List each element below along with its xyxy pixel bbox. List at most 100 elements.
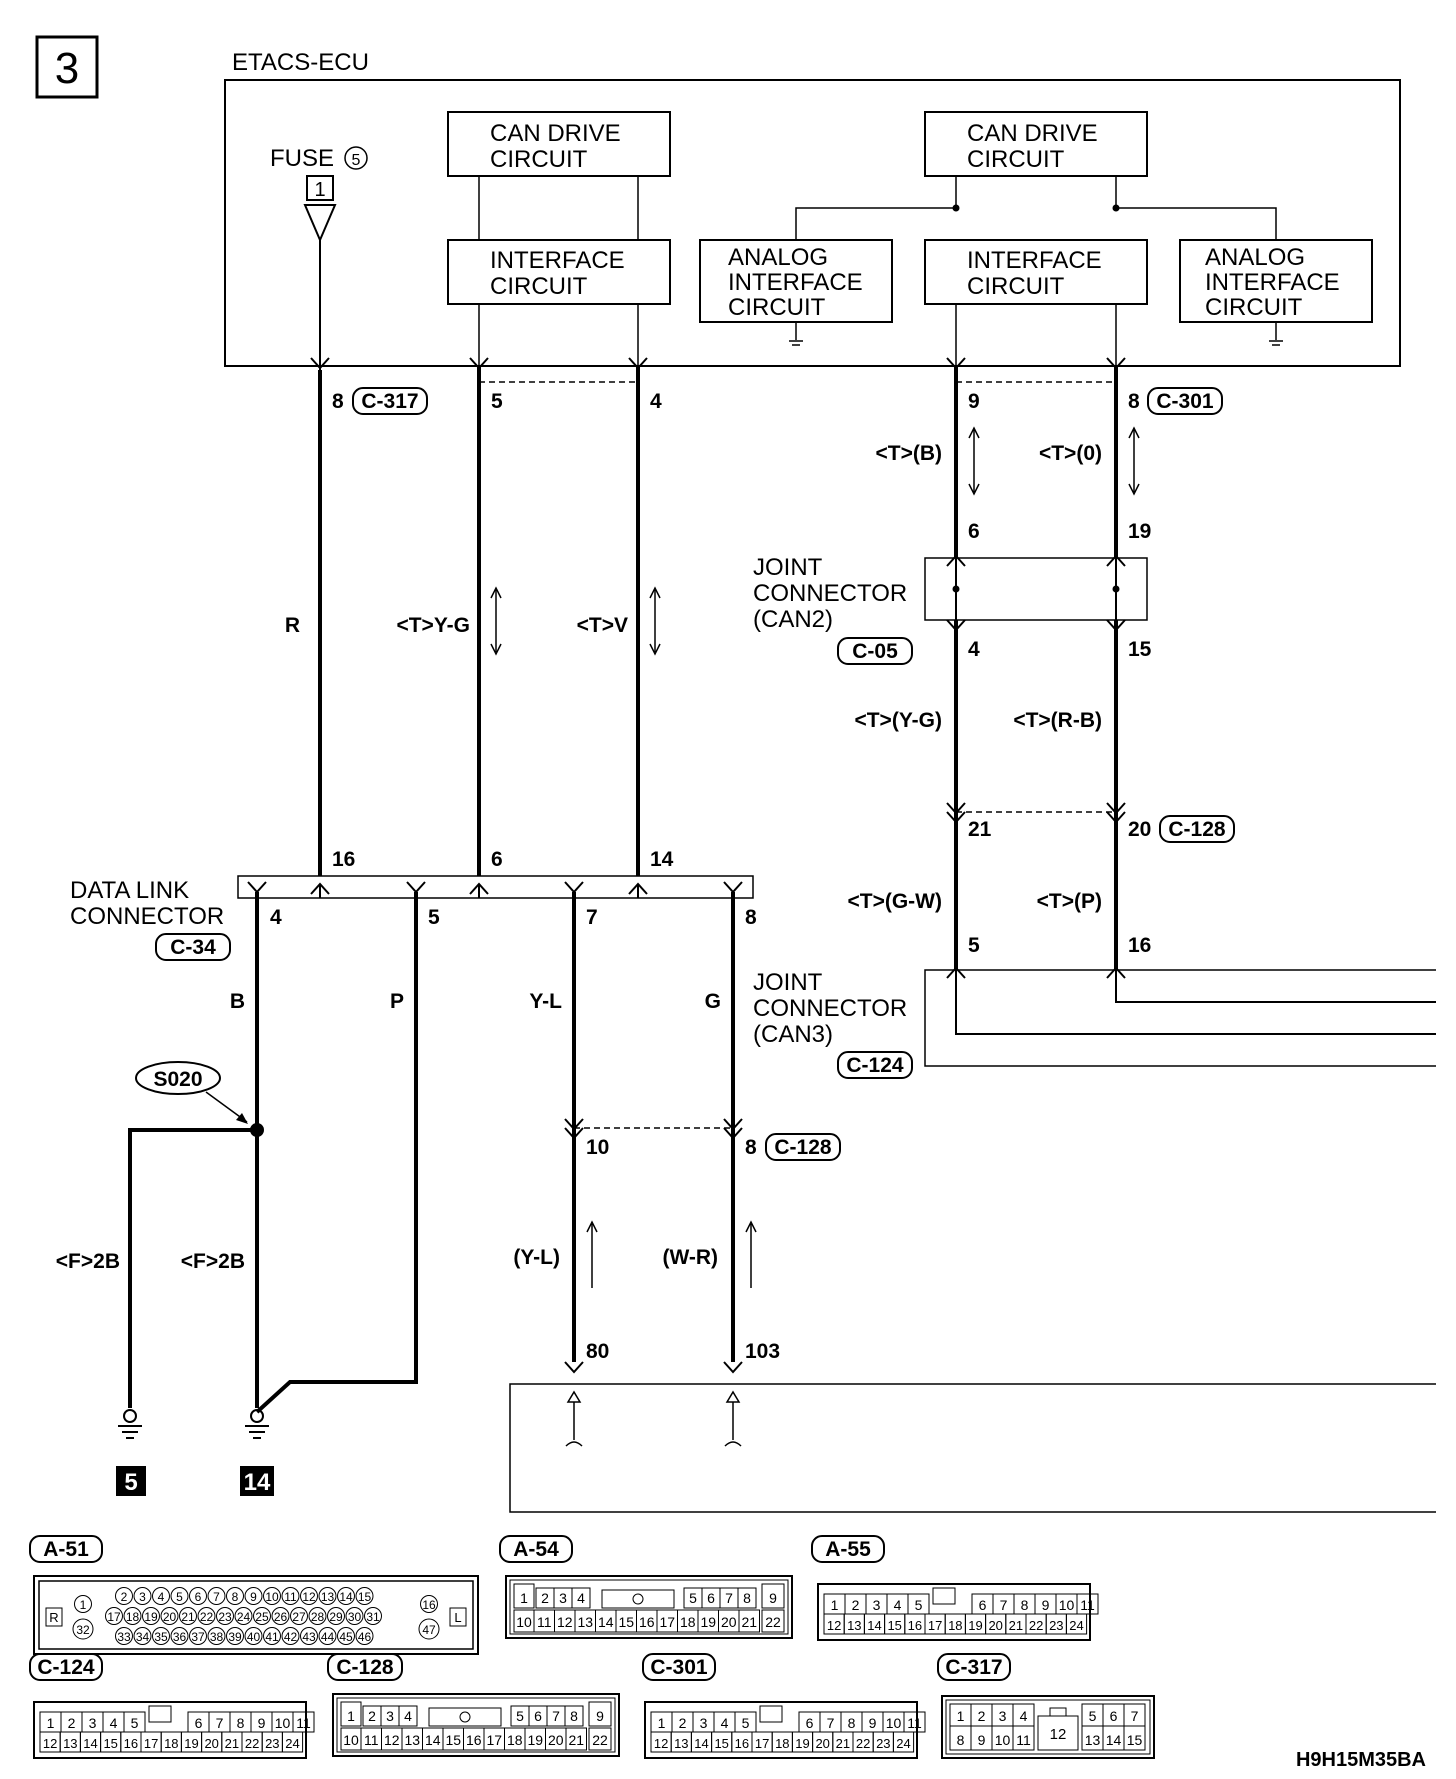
pin-number: 8 bbox=[570, 1708, 578, 1724]
terminal-mark bbox=[1106, 619, 1126, 632]
terminal-mark bbox=[628, 357, 648, 370]
pin-cell bbox=[133, 1587, 152, 1605]
bidirectional-arrow bbox=[1128, 426, 1140, 496]
terminal-mark bbox=[946, 554, 966, 567]
wire-color-to: <T>(0) bbox=[1039, 442, 1102, 465]
connector-tag-a51: A-51 bbox=[43, 1538, 89, 1561]
pin-number: 16 bbox=[908, 1618, 922, 1633]
connector-tag-c128: C-128 bbox=[1168, 818, 1226, 841]
pin-cell bbox=[133, 1627, 152, 1645]
pin-number: 24 bbox=[896, 1736, 910, 1751]
pin-cell bbox=[564, 1705, 584, 1727]
connector-tag-a55: A-55 bbox=[825, 1538, 871, 1561]
pin-number: 4 bbox=[1020, 1708, 1028, 1724]
junction-dot bbox=[1112, 585, 1120, 593]
ecu-title: ETACS-ECU bbox=[232, 49, 369, 76]
pin-number: 36 bbox=[173, 1630, 187, 1644]
pin-number: 43 bbox=[302, 1630, 316, 1644]
pin-number: 22 bbox=[856, 1736, 870, 1751]
pin-number: 13 bbox=[674, 1736, 688, 1751]
connector-face-a51 bbox=[33, 1575, 479, 1655]
data-link-connector bbox=[237, 875, 754, 899]
pin-number: 7 bbox=[552, 1708, 560, 1724]
pin-number: 10 bbox=[516, 1614, 532, 1630]
pin-number: 16 bbox=[639, 1614, 655, 1630]
pin-cell bbox=[207, 1587, 226, 1605]
ground-point-box bbox=[240, 1466, 274, 1496]
up-arrow-icon bbox=[586, 1220, 598, 1233]
pin-number: 4 bbox=[404, 1708, 412, 1724]
terminal-mark bbox=[566, 1390, 582, 1403]
terminal-mark bbox=[946, 811, 966, 824]
wire-color-f2b-left: <F>2B bbox=[56, 1250, 120, 1273]
wire-color-y-l-2: (Y-L) bbox=[513, 1246, 560, 1269]
wire-color-tp: <T>(P) bbox=[1037, 890, 1102, 913]
pin-cell bbox=[189, 1587, 207, 1605]
pin-label: 103 bbox=[745, 1340, 780, 1363]
wire-color-g: G bbox=[705, 990, 721, 1013]
pin-label: 8 bbox=[1128, 390, 1140, 413]
pin-cell bbox=[588, 1701, 612, 1727]
junction-dot bbox=[1112, 204, 1120, 212]
pin-number: 18 bbox=[126, 1610, 140, 1624]
pin-number: 30 bbox=[348, 1610, 362, 1624]
pin-number: 9 bbox=[869, 1715, 877, 1731]
link-line bbox=[795, 176, 957, 240]
pin-number: 7 bbox=[725, 1590, 733, 1606]
pin-cell bbox=[226, 1627, 244, 1645]
pin-cell bbox=[271, 1607, 290, 1625]
pin-number: 13 bbox=[847, 1618, 861, 1633]
pin-number: 17 bbox=[659, 1614, 675, 1630]
pin-cell bbox=[290, 1607, 308, 1625]
wire-color-trb: <T>(R-B) bbox=[1013, 709, 1102, 732]
next-page-component-box bbox=[509, 1383, 1436, 1513]
pin-number: 22 bbox=[200, 1610, 214, 1624]
pin-number: 2 bbox=[68, 1715, 76, 1731]
pin-cell bbox=[1012, 1725, 1035, 1751]
pin-number: 11 bbox=[284, 1590, 297, 1604]
pin-number: 24 bbox=[237, 1610, 251, 1624]
key-r bbox=[45, 1607, 63, 1627]
pin-cell bbox=[292, 1711, 315, 1733]
pin-cell bbox=[420, 1595, 438, 1613]
link-line bbox=[1115, 176, 1277, 240]
ground-terminal bbox=[123, 1409, 137, 1423]
pin-number: 3 bbox=[999, 1708, 1007, 1724]
pin-number: 38 bbox=[210, 1630, 224, 1644]
pin-number: 9 bbox=[978, 1732, 986, 1748]
fuse-label: FUSE bbox=[270, 145, 334, 172]
terminal-mark bbox=[564, 1361, 584, 1374]
pin-number: 1 bbox=[658, 1715, 666, 1731]
pin-number: 7 bbox=[216, 1715, 224, 1731]
pin-number: 2 bbox=[121, 1590, 128, 1604]
pin-number: 11 bbox=[1080, 1597, 1095, 1613]
connector-tag-frame bbox=[29, 1535, 103, 1563]
connector-key bbox=[1049, 1707, 1067, 1717]
wire-color-f2b-right: <F>2B bbox=[181, 1250, 245, 1273]
arrow-icon bbox=[236, 1113, 248, 1124]
pin-number: 25 bbox=[255, 1610, 269, 1624]
key-l bbox=[449, 1607, 467, 1627]
connector-tag-a54: A-54 bbox=[513, 1538, 559, 1561]
pin-cell bbox=[170, 1587, 189, 1605]
pin-label: 15 bbox=[1128, 638, 1152, 661]
can-drive-left-line2: CIRCUIT bbox=[490, 146, 588, 173]
joint-can3-line2: CONNECTOR bbox=[753, 995, 907, 1022]
pin-number: 9 bbox=[258, 1715, 266, 1731]
pin-number: 23 bbox=[1049, 1618, 1063, 1633]
terminal-mark bbox=[946, 619, 966, 632]
pin-number: 19 bbox=[700, 1614, 716, 1630]
wire-color-tb: <T>(B) bbox=[875, 442, 942, 465]
connector-tag-c128-lower: C-128 bbox=[774, 1136, 832, 1159]
pin-number: 21 bbox=[181, 1610, 195, 1624]
pin-number: 13 bbox=[404, 1732, 420, 1748]
pin-number: 6 bbox=[195, 1590, 202, 1604]
can-drive-circuit-left bbox=[447, 111, 671, 177]
pin-number: 16 bbox=[124, 1736, 138, 1751]
pin-label: 80 bbox=[586, 1340, 609, 1363]
pin-number: 17 bbox=[755, 1736, 769, 1751]
pin-number: 14 bbox=[694, 1736, 708, 1751]
